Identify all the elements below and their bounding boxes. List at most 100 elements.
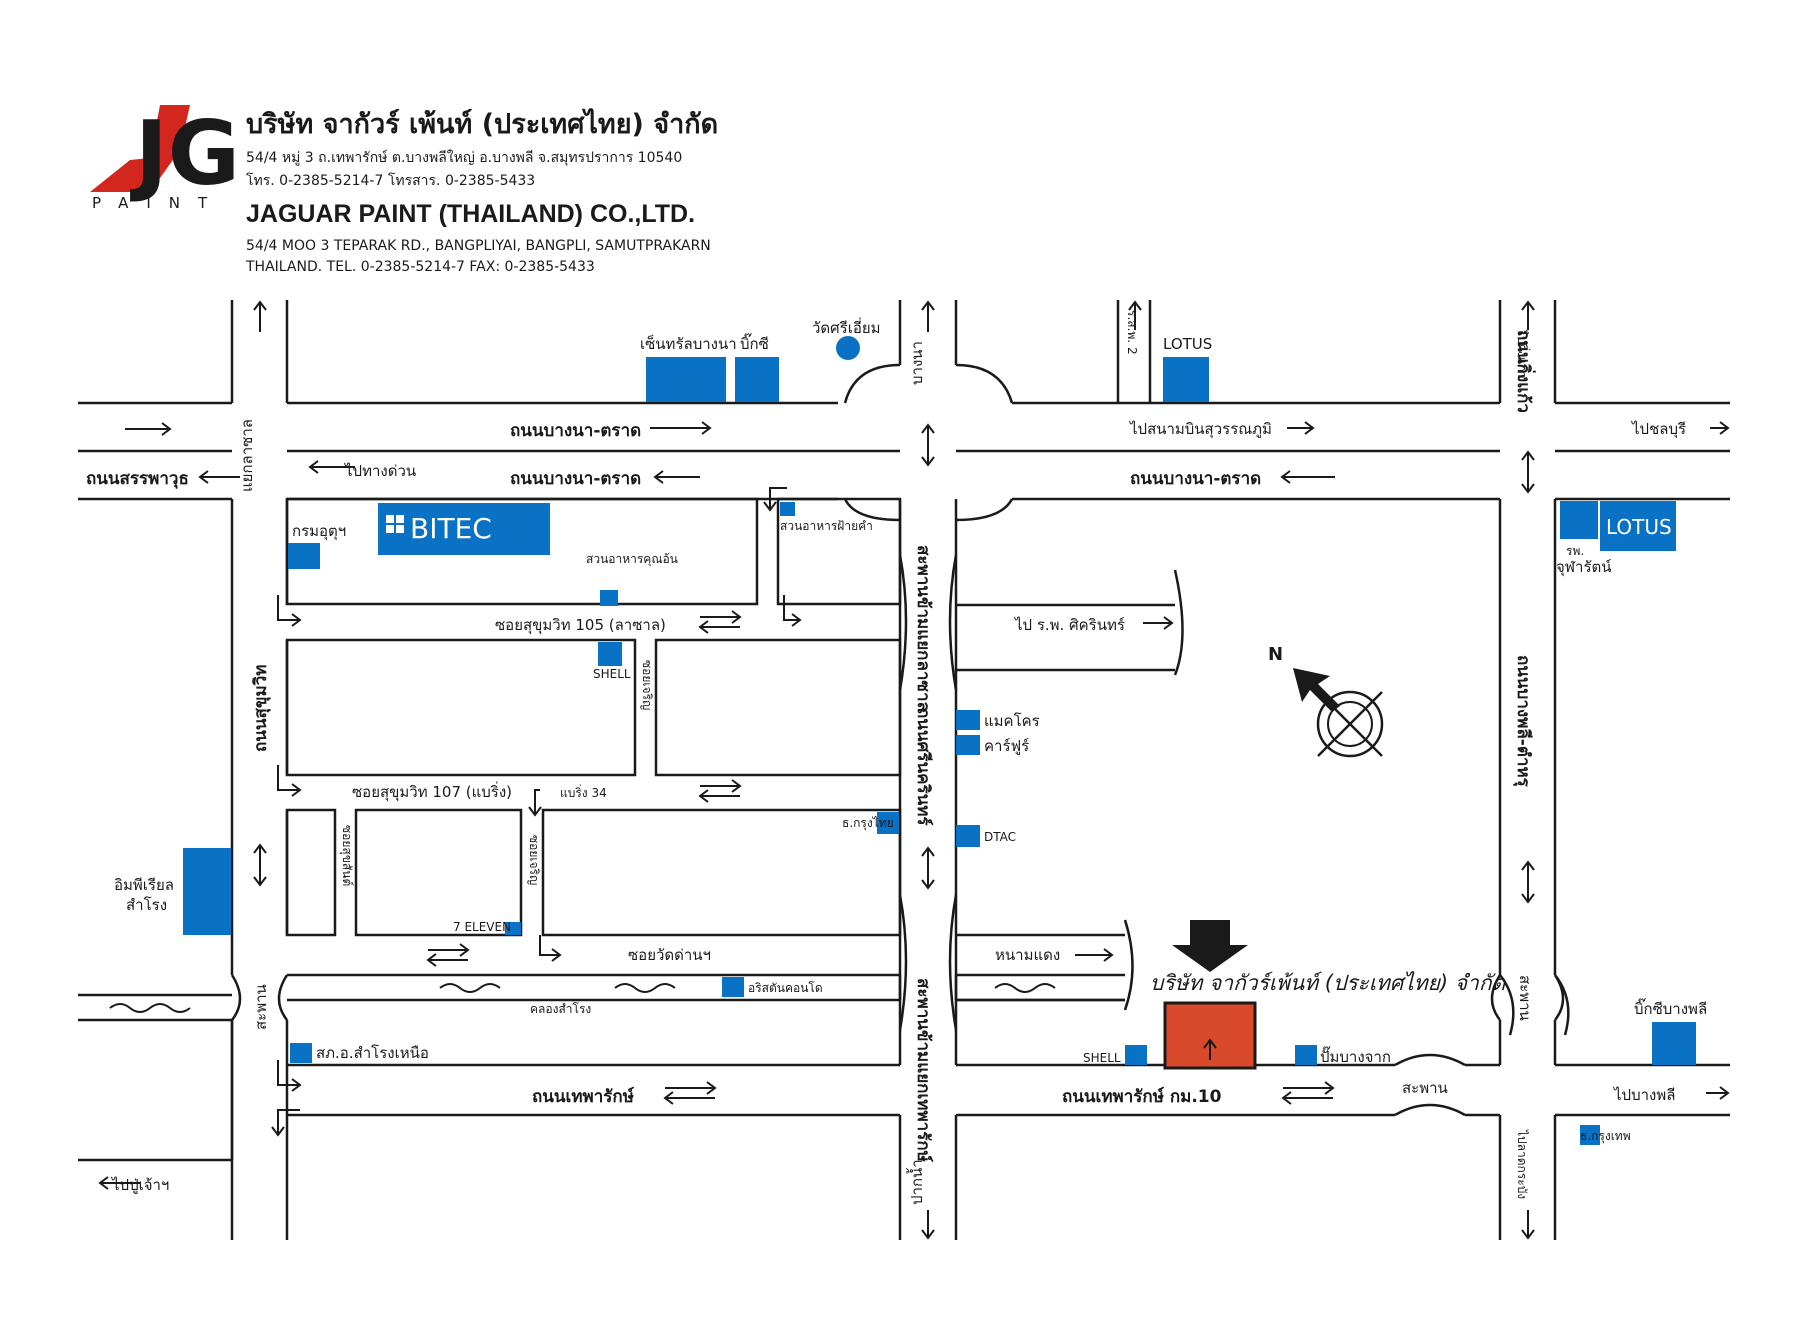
- label-bridge: สะพาน: [1402, 1079, 1448, 1097]
- label-soi-wat-dan: ซอยวัดด่านฯ: [628, 946, 711, 964]
- bigc-marker: [735, 357, 779, 402]
- road-labels: ถนนบางนา-ตราด ถนนบางนา-ตราด ถนนบางนา-ตรา…: [86, 310, 1686, 1205]
- label-pump-bangchak: ปั๊มบางจาก: [1320, 1046, 1391, 1066]
- central-marker: [646, 357, 726, 402]
- shell-right-marker: [1125, 1045, 1147, 1065]
- jg-logo: JG PAINT: [90, 102, 240, 212]
- bitec-logo-icon: [396, 515, 404, 523]
- dtac-marker: [956, 825, 980, 847]
- logo-paint-text: PAINT: [92, 194, 225, 212]
- label-krungthai: ธ.กรุงไทย: [842, 816, 894, 831]
- label-shell-right: SHELL: [1083, 1051, 1121, 1065]
- wat-marker: [836, 336, 860, 360]
- label-big-c: บิ๊กซี: [740, 333, 769, 353]
- address-thai-line2: โทร. 0-2385-5214-7 โทรสาร. 0-2385-5433: [246, 172, 535, 189]
- krungthai-marker: [877, 812, 899, 834]
- compass: N: [1268, 644, 1384, 758]
- label-v-kingkaew-up: ไปกิ่งแก้ว: [1515, 329, 1531, 379]
- label-bangkok-bank: ธ.กรุงเทพ: [1580, 1129, 1631, 1144]
- label-v-lat-krabang: ไปลาดกระบัง: [1515, 1129, 1529, 1199]
- label-v-soi-inner3: ซอยเจริญ: [527, 835, 541, 885]
- label-industry-dept: กรมอุตุฯ: [292, 522, 346, 541]
- label-dtac: DTAC: [984, 830, 1016, 844]
- label-v-soi-inner1: ซอยเจริญ: [640, 660, 654, 710]
- compass-north-label: N: [1268, 644, 1283, 665]
- label-v-samrong-left: สะพาน: [252, 984, 270, 1030]
- label-v-bangna-up: บางนา: [908, 341, 926, 385]
- label-nong-mae-daeng: หนามแดง: [995, 946, 1060, 964]
- shell-left-marker: [598, 642, 622, 666]
- label-v-samrong-right: สะพาน: [1516, 975, 1534, 1021]
- label-soi-107: ซอยสุขุมวิท 107 (แบริ่ง): [352, 781, 512, 802]
- hosp-marker: [1560, 501, 1598, 539]
- label-central-bangna: เซ็นทรัลบางนา: [640, 334, 737, 353]
- north-arrow-icon: [1293, 668, 1340, 712]
- bitec-marker: [378, 503, 550, 555]
- address-en-line1: 54/4 MOO 3 TEPARAK RD., BANGPLIYAI, BANG…: [246, 238, 711, 254]
- condo-marker: [722, 977, 744, 997]
- lotus-top-marker: [1163, 357, 1209, 402]
- lotus-right-marker: [1600, 501, 1676, 551]
- logo-red-swoosh: [90, 105, 190, 192]
- label-sanphawut: ถนนสรรพาวุธ: [86, 469, 189, 489]
- label-makro: แมคโคร: [984, 712, 1040, 730]
- bangchak-marker: [1295, 1045, 1317, 1065]
- landmark-markers: [183, 336, 1696, 1145]
- label-condo: อริสตันคอนโด: [748, 981, 823, 995]
- water-wave-icon: [109, 983, 1056, 1013]
- police-marker: [290, 1043, 312, 1063]
- khun-on-marker: [600, 590, 618, 606]
- company-name-thai: บริษัท จากัวร์ เพ้นท์ (ประเทศไทย) จำกัด: [246, 108, 718, 140]
- landmark-labels: เซ็นทรัลบางนา บิ๊กซี วัดศรีเอี่ยม LOTUS …: [114, 317, 1707, 1144]
- bitec-logo-icon: [386, 515, 394, 523]
- label-fai-kham: สวนอาหารฝ้ายคำ: [780, 519, 873, 533]
- address-en-line2: THAILAND. TEL. 0-2385-5214-7 FAX: 0-2385…: [245, 259, 595, 275]
- label-bangna-trad-1: ถนนบางนา-ตราด: [510, 421, 641, 441]
- label-imperial-1: อิมพีเรียล: [114, 876, 174, 894]
- company-name-en: JAGUAR PAINT (THAILAND) CO.,LTD.: [246, 200, 695, 228]
- bitec-logo-icon: [396, 525, 404, 533]
- fai-kham-marker: [780, 502, 795, 516]
- label-v-bridge-lasalle: สะพานข้ามแยกลาซาล: [913, 545, 933, 712]
- label-v-king-kaew: ถนนกิ่งแก้ว: [1513, 330, 1536, 413]
- label-v-pak-nam-down: ปากน้ำ: [906, 1159, 926, 1205]
- label-v-bridge-theparak: สะพานข้ามแยกเทพารักษ์: [913, 978, 934, 1162]
- label-company-map: บริษัท จากัวร์เพ้นท์ (ประเทศไทย) จำกัด: [1150, 971, 1507, 995]
- bigc-bangphli-marker: [1652, 1022, 1696, 1065]
- label-baring-34: แบริ่ง 34: [560, 784, 607, 800]
- label-to-expressway: ไปทางด่วน: [344, 462, 416, 480]
- label-hosp-1: รพ.: [1566, 544, 1584, 558]
- industry-marker: [288, 543, 320, 569]
- carrefour-marker: [956, 735, 980, 755]
- label-soi-105: ซอยสุขุมวิท 105 (ลาซาล): [495, 616, 666, 635]
- label-imperial-2: สำโรง: [126, 896, 167, 914]
- label-theparak-left: ถนนเทพารักษ์: [532, 1086, 634, 1107]
- header: JG PAINT บริษัท จากัวร์ เพ้นท์ (ประเทศไท…: [90, 102, 718, 275]
- label-v-srinakarin: ถนนศรีนครินทร์: [913, 708, 934, 826]
- label-bitec: BITEC: [410, 512, 492, 545]
- down-arrow-icon: [1172, 920, 1248, 972]
- label-to-srinakarin-hosp: ไป ร.พ. ศิครินทร์: [1014, 616, 1125, 634]
- seven-eleven-marker: [505, 922, 521, 935]
- label-police: สภ.อ.สำโรงเหนือ: [316, 1044, 429, 1062]
- label-khun-on: สวนอาหารคุณอ้น: [586, 552, 678, 567]
- makro-marker: [956, 710, 980, 730]
- label-lotus-top: LOTUS: [1163, 335, 1212, 353]
- address-thai-line1: 54/4 หมู่ 3 ถ.เทพารักษ์ ต.บางพลีใหญ่ อ.บ…: [246, 149, 682, 166]
- label-theparak-km10: ถนนเทพารักษ์ กม.10: [1062, 1086, 1222, 1107]
- label-hosp-2: จุฬารัตน์: [1556, 558, 1612, 577]
- label-v-sukhumvit: ถนนสุขุมวิท: [251, 665, 271, 753]
- label-v-lasalle: แยกลาซาล: [238, 419, 256, 492]
- direction-arrows: [98, 300, 1730, 1240]
- label-bigc-bangphli: บิ๊กซีบางพลี: [1634, 998, 1707, 1018]
- label-wat-si-iam: วัดศรีเอี่ยม: [812, 317, 881, 337]
- label-to-pu-chao: ไปปู่เจ้าฯ: [111, 1176, 169, 1194]
- bitec-logo-icon: [386, 525, 394, 533]
- label-to-bangphli: ไปบางพลี: [1613, 1086, 1675, 1104]
- label-klong-samrong: คลองสำโรง: [530, 1002, 591, 1016]
- road-lines: [78, 300, 1730, 1240]
- label-to-chonburi: ไปชลบุรี: [1631, 420, 1686, 439]
- label-carrefour: คาร์ฟูร์: [984, 737, 1029, 755]
